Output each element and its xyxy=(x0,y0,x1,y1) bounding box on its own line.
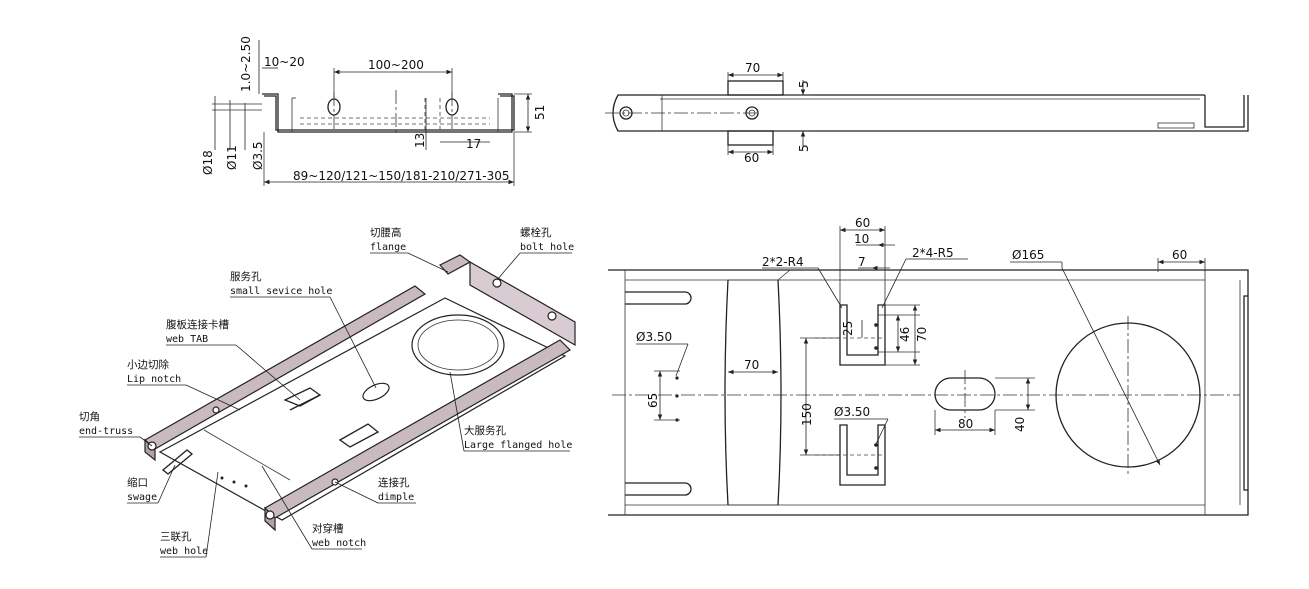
dim-total-width: 89~120/121~150/181-210/271-305 xyxy=(293,169,510,183)
dim-r4: 2*2-R4 xyxy=(762,255,804,269)
callout-bolt-cn: 螺栓孔 xyxy=(520,226,552,239)
callout-webtab-en: web TAB xyxy=(166,334,208,345)
callout-webhole-cn: 三联孔 xyxy=(160,530,192,543)
callout-webtab-cn: 腹板连接卡槽 xyxy=(166,318,229,331)
dim-lip: 10~20 xyxy=(264,55,305,69)
callout-service-cn: 服务孔 xyxy=(230,270,262,283)
callout-dimple-en: dimple xyxy=(378,492,414,503)
dim-w10: 10 xyxy=(854,232,869,246)
dim-end-60: 60 xyxy=(1172,248,1187,262)
dim-d350-left: Ø3.50 xyxy=(636,330,672,344)
dim-thickness: 1.0~2.50 xyxy=(239,36,253,92)
callout-service-en: small sevice hole xyxy=(230,286,332,297)
callout-flange-en: flange xyxy=(370,242,406,253)
dim-band-70: 70 xyxy=(744,358,759,372)
dim-r5: 2*4-R5 xyxy=(912,246,954,260)
dim-w60: 60 xyxy=(855,216,870,230)
callout-flange-cn: 切腰高 xyxy=(370,226,402,239)
callout-large-en: Large flanged hole xyxy=(464,440,572,451)
dim-v150: 150 xyxy=(800,403,814,426)
dim-gap-bottom: 5 xyxy=(797,144,811,152)
dim-gap-top: 5 xyxy=(797,80,811,88)
dim-w7: 7 xyxy=(858,255,866,269)
callout-lip-cn: 小边切除 xyxy=(127,358,169,371)
plan-view: 70 60 10 7 2*2-R4 2*4-R5 46 xyxy=(608,216,1249,516)
callout-webnotch-en: web notch xyxy=(312,538,366,549)
web-tab-lower xyxy=(839,424,886,486)
dim-v65: 65 xyxy=(646,393,660,408)
dim-17: 17 xyxy=(466,137,481,151)
dim-height: 51 xyxy=(533,105,547,120)
dim-v46: 46 xyxy=(898,327,912,342)
callout-bolt-en: bolt hole xyxy=(520,242,574,253)
dim-v70: 70 xyxy=(915,327,929,342)
web-tab-upper xyxy=(839,304,886,366)
dim-slot-40: 40 xyxy=(1013,417,1027,432)
dim-d35: Ø3.5 xyxy=(251,141,265,170)
callout-large-cn: 大服务孔 xyxy=(464,424,506,437)
bolt-hole-icon xyxy=(492,278,502,288)
callout-endtruss-en: end-truss xyxy=(79,426,133,437)
small-service-hole-icon xyxy=(362,382,390,402)
side-elevation: 70 60 5 5 xyxy=(605,61,1249,165)
bottom-tab xyxy=(727,130,774,146)
dim-d11: Ø11 xyxy=(225,145,239,170)
mid-hole-icon xyxy=(745,106,759,120)
isometric-view: 切腰高 flange 螺栓孔 bolt hole 服务孔 small sevic… xyxy=(79,226,576,558)
dim-tab-bottom: 60 xyxy=(744,151,759,165)
large-flanged-hole-icon xyxy=(411,314,505,376)
dim-slot-80: 80 xyxy=(958,417,973,431)
top-tab xyxy=(727,80,784,96)
callout-dimple-cn: 连接孔 xyxy=(378,476,410,489)
plan-outline xyxy=(608,269,1249,516)
dim-d165: Ø165 xyxy=(1012,248,1044,262)
callout-webhole-en: web hole xyxy=(160,546,208,557)
dim-tab-top: 70 xyxy=(745,61,760,75)
dim-d350-mid: Ø3.50 xyxy=(834,405,870,419)
callout-webnotch-cn: 对穿槽 xyxy=(312,522,344,535)
callout-swage-en: swage xyxy=(127,492,157,503)
dim-v25: 25 xyxy=(841,321,855,336)
callout-endtruss-cn: 切角 xyxy=(79,411,100,423)
dim-hole-spacing: 100~200 xyxy=(368,58,424,72)
section-view: 100~200 10~20 1.0~2.50 51 Ø18 Ø11 Ø3.5 1… xyxy=(201,36,547,186)
dim-13: 13 xyxy=(413,133,427,148)
end-hole-icon xyxy=(619,106,633,120)
callout-swage-cn: 缩口 xyxy=(127,476,148,489)
channel-outline xyxy=(262,93,513,133)
dim-d18: Ø18 xyxy=(201,150,215,175)
callout-lip-en: Lip notch xyxy=(127,374,181,385)
